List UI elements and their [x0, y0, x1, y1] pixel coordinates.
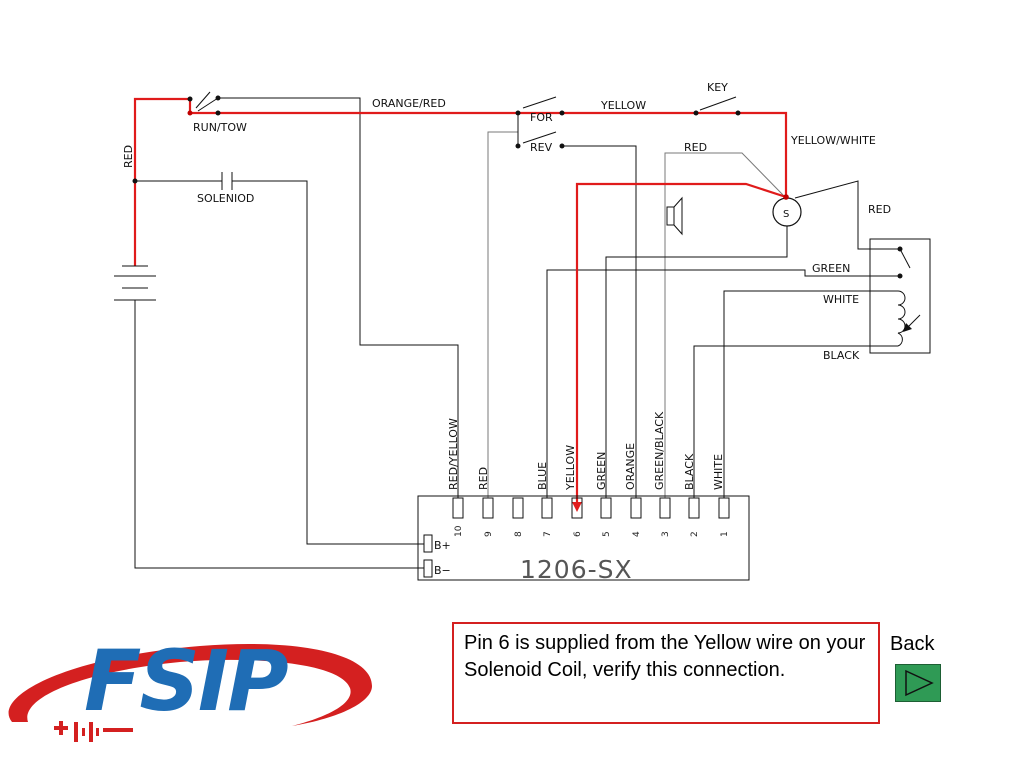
pin-10-wire: RED/YELLOW [447, 418, 460, 490]
pin-6-wire: YELLOW [564, 445, 577, 491]
label-solenoid-coil: S [783, 209, 789, 220]
pin-7-wire: BLUE [536, 462, 549, 490]
controller-box [417, 495, 750, 581]
back-button[interactable] [895, 664, 941, 702]
horn-icon [666, 196, 683, 236]
label-run-tow: RUN/TOW [193, 121, 247, 134]
wire-yellow-white [794, 180, 900, 250]
wire-green-relay [546, 269, 898, 498]
pin-10-number: 10 [454, 525, 464, 537]
wire-white-pin1 [723, 290, 898, 498]
label-forward: FOR [530, 111, 553, 124]
pin-7-number: 7 [543, 531, 553, 537]
wire-battery-negative [134, 300, 424, 569]
pin-9-number: 9 [484, 531, 494, 537]
instruction-text: Pin 6 is supplied from the Yellow wire o… [464, 632, 866, 681]
pin-3-number: 3 [661, 531, 671, 537]
key-switch-blade [699, 96, 737, 111]
terminal-b-plus [423, 534, 433, 553]
pin-4-wire: ORANGE [624, 443, 637, 490]
back-label[interactable]: Back [890, 633, 935, 655]
run-tow-switch-blade [195, 91, 211, 109]
highlight-arrow [572, 502, 582, 512]
label-red-top: RED [684, 141, 707, 154]
label-white: WHITE [823, 293, 859, 306]
relay-coil-icon [897, 290, 921, 347]
wire-solenoid-bplus-2 [232, 180, 424, 545]
wire-green-black-pin3 [664, 152, 785, 498]
pin-5-number: 5 [602, 531, 612, 537]
controller-model: 1206-SX [520, 555, 633, 584]
rev-switch-blade [522, 131, 557, 144]
pin-9-wire: RED [477, 467, 490, 490]
pin-2-number: 2 [690, 531, 700, 537]
battery-symbol-icon [54, 721, 133, 742]
wire-black-pin2 [693, 345, 898, 498]
label-black: BLACK [823, 349, 860, 362]
highlight-main-wire [188, 99, 788, 197]
wiring-diagram: ORANGE/RED YELLOW KEY YELLOW/WHITE RED R… [114, 81, 931, 584]
logo-swoosh [8, 643, 373, 726]
wire-green-pin5 [605, 226, 788, 498]
pin-2-wire: BLACK [683, 453, 696, 490]
pin-4-number: 4 [632, 531, 642, 537]
pin-5-wire: GREEN [595, 452, 608, 490]
fsip-logo: FSIP [8, 632, 373, 742]
label-green: GREEN [812, 262, 850, 275]
pin-3-wire: GREEN/BLACK [653, 411, 666, 490]
label-red-side: RED [868, 203, 891, 216]
label-yellow-white: YELLOW/WHITE [790, 134, 876, 147]
label-reverse: REV [530, 141, 553, 154]
pin-8-number: 8 [514, 531, 524, 537]
for-switch-blade [522, 96, 557, 109]
highlight-red-wire [133, 97, 190, 266]
relay-box [869, 238, 931, 354]
run-tow-switch-blade-2 [197, 97, 219, 112]
label-yellow: YELLOW [600, 99, 646, 112]
label-b-minus: B− [434, 564, 451, 577]
logo-text: FSIP [84, 632, 288, 730]
label-solenoid: SOLENIOD [197, 192, 254, 205]
label-red-left: RED [122, 145, 135, 168]
pin-1-number: 1 [720, 531, 730, 537]
wire-orange-red [218, 97, 459, 498]
battery-icon [114, 265, 156, 301]
instruction-note: Pin 6 is supplied from the Yellow wire o… [452, 622, 880, 724]
wire-orange-pin4 [562, 145, 637, 498]
label-orange-red: ORANGE/RED [372, 97, 446, 110]
terminal-b-minus [423, 559, 433, 578]
pin-6-number: 6 [573, 531, 583, 537]
pin-1-wire: WHITE [712, 454, 725, 490]
wire-red-pin9 [487, 113, 519, 498]
highlight-yellow-white [575, 182, 787, 505]
label-key: KEY [707, 81, 728, 94]
controller-pins [452, 497, 730, 519]
label-b-plus: B+ [434, 539, 451, 552]
relay-contact-icon [897, 246, 911, 279]
play-triangle-icon [905, 669, 934, 697]
